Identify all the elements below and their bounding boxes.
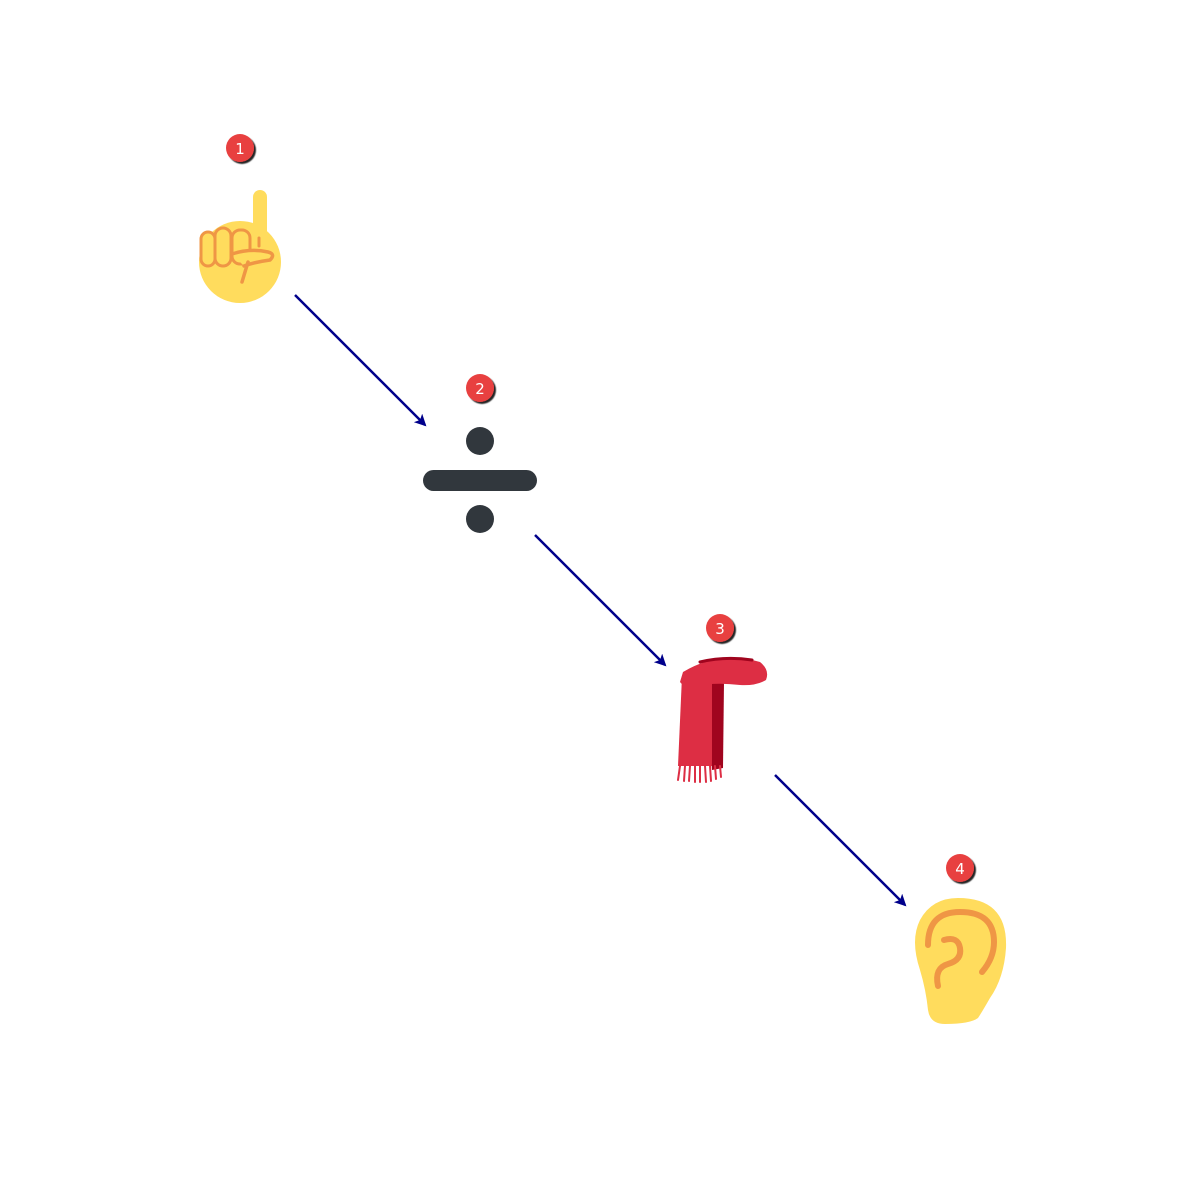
arrow-3-to-4 (774, 774, 907, 907)
step-2-number: 2 (475, 380, 485, 398)
step-3-badge (706, 614, 734, 642)
step-1-number: 1 (235, 140, 245, 158)
step-3-number: 3 (715, 620, 725, 638)
step-2: 2 (423, 374, 537, 533)
arrow-1-to-2 (294, 294, 427, 427)
arrow-2-to-3 (534, 534, 667, 667)
scarf-icon (677, 656, 768, 783)
step-1-badge (226, 134, 254, 162)
division-sign-icon (423, 427, 537, 533)
step-4-number: 4 (955, 860, 965, 878)
step-2-badge (466, 374, 494, 402)
index-finger-pointing-up-icon (199, 190, 281, 303)
step-1: 1 (199, 134, 281, 303)
ear-icon (915, 898, 1007, 1024)
step-3: 3 (677, 614, 768, 783)
step-4: 4 (915, 854, 1007, 1024)
step-4-badge (946, 854, 974, 882)
